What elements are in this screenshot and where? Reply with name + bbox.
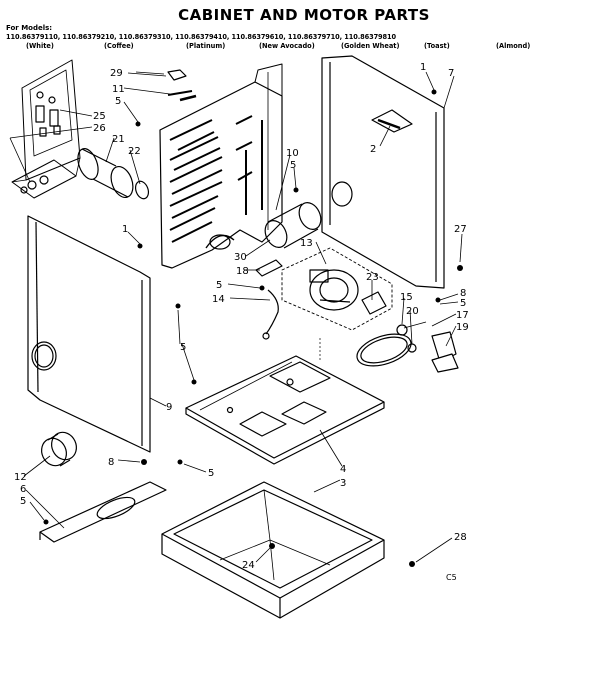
callout-5: 5 (208, 468, 214, 479)
callout-18: 18 (236, 266, 249, 277)
small-clip-parts (135, 69, 193, 96)
callout-30: 30 (234, 252, 247, 263)
base-frame (161, 481, 385, 619)
callout-27: 27 (454, 224, 467, 235)
callout-8: 8 (460, 288, 466, 299)
color-label: (Golden Wheat) (341, 42, 400, 50)
right-side-panel (321, 55, 445, 289)
callout-22: 22 (128, 146, 141, 157)
callout-15: 15 (400, 292, 413, 303)
callout-9: 9 (166, 402, 172, 413)
callout-25: 25 (93, 111, 106, 122)
color-row: (White) (Coffee) (Platinum) (New Avocado… (6, 42, 604, 52)
callout-21: 21 (112, 134, 125, 145)
leader-lines (9, 71, 463, 563)
callout-23: 23 (366, 272, 379, 283)
callout-6: 6 (20, 484, 26, 495)
callout-5: 5 (216, 280, 222, 291)
left-side-panel (27, 215, 151, 453)
motor-bracket-cord (255, 259, 283, 340)
callout-29: 29 (110, 68, 123, 79)
callout-12: 12 (14, 472, 27, 483)
toe-plate (39, 481, 167, 543)
callout-3: 3 (340, 478, 346, 489)
exhaust-duct (77, 148, 150, 200)
motor-assembly (281, 247, 393, 331)
page-title: CABINET AND MOTOR PARTS (178, 6, 430, 24)
base-plate (185, 355, 385, 465)
leveling-foot (41, 431, 77, 467)
color-label: (New Avocado) (259, 42, 315, 50)
callout-5: 5 (115, 96, 121, 107)
drawing-code: C5 (446, 573, 457, 582)
callout-26: 26 (93, 123, 106, 134)
callout-20: 20 (406, 306, 419, 317)
color-label: (White) (26, 42, 54, 50)
callout-5: 5 (290, 160, 296, 171)
belt-idler (319, 321, 459, 373)
models-label: For Models: (6, 24, 53, 32)
color-label: (Toast) (424, 42, 450, 50)
callout-4: 4 (340, 464, 346, 475)
color-label: (Platinum) (186, 42, 226, 50)
callout-19: 19 (456, 322, 469, 333)
blower-wheel (264, 202, 322, 249)
callout-8: 8 (108, 457, 114, 468)
callout-5: 5 (180, 342, 186, 353)
callout-14: 14 (212, 294, 225, 305)
rear-panel (159, 63, 283, 269)
color-label: (Coffee) (104, 42, 134, 50)
model-numbers: 110.86379110, 110.86379210, 110.86379310… (6, 33, 397, 41)
color-label: (Almond) (496, 42, 531, 50)
callout-1: 1 (420, 62, 426, 73)
callout-28: 28 (454, 532, 467, 543)
inset-parts-box (11, 59, 81, 199)
callout-13: 13 (300, 238, 313, 249)
callout-5: 5 (20, 496, 26, 507)
callout-7: 7 (448, 68, 454, 79)
callout-1: 1 (122, 224, 128, 235)
callout-2: 2 (370, 144, 376, 155)
callout-11: 11 (112, 84, 125, 95)
screw-fasteners (43, 89, 463, 567)
callout-24: 24 (242, 560, 255, 571)
callout-5: 5 (460, 298, 466, 309)
callout-10: 10 (286, 148, 299, 159)
callout-17: 17 (456, 310, 469, 321)
